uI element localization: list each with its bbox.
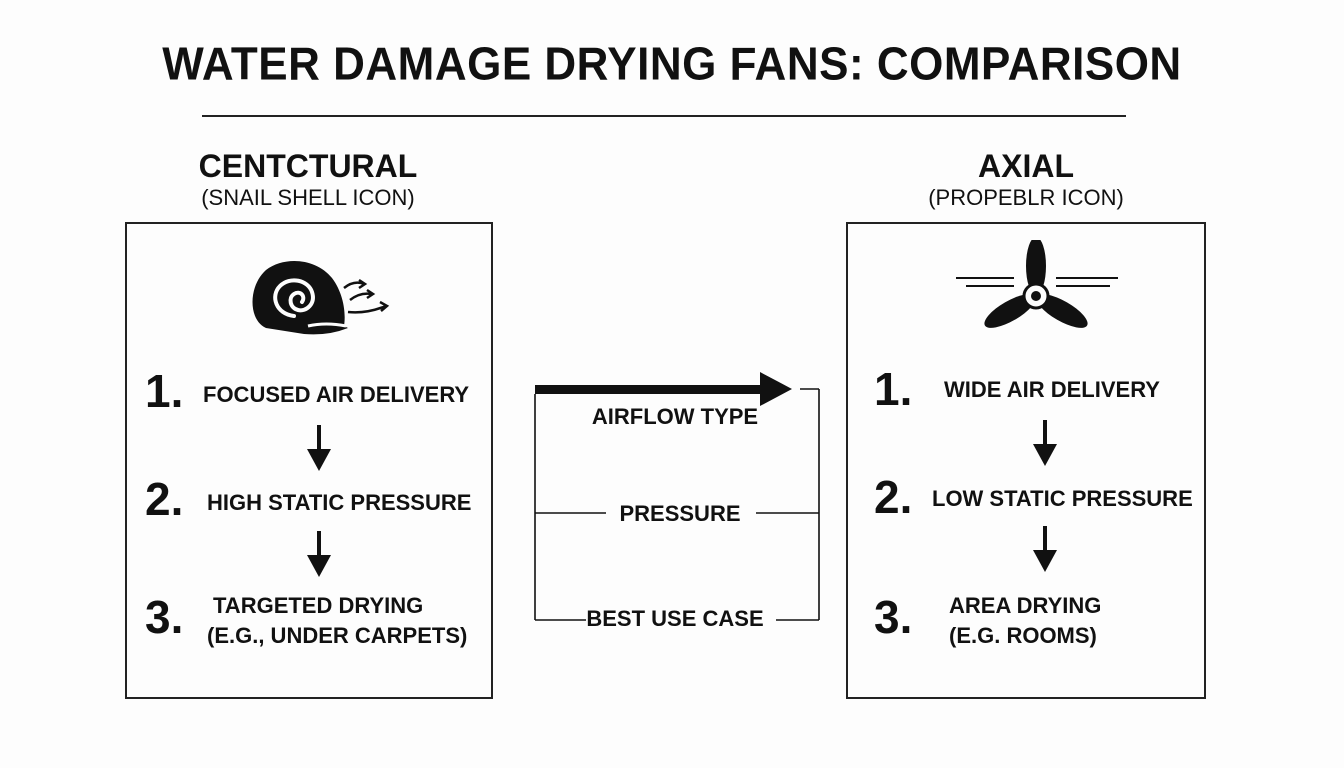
right-fan-subtitle: (PROPEBLR ICON) [928,185,1124,210]
down-arrow-icon [1033,420,1057,466]
left-step-3-line-2: (E.G., UNDER CARPETS) [207,622,468,648]
right-step-3-line-1: AREA DRYING [949,593,1102,618]
down-arrow-icon [1033,526,1057,572]
left-step-1-number: 1. [145,365,184,417]
best-use-case-label: BEST USE CASE [586,606,764,631]
right-step-3-line-2: (E.G. ROOMS) [949,622,1097,648]
right-column-header: AXIAL (PROPEBLR ICON) [850,148,1202,211]
right-step-1-text: WIDE AIR DELIVERY [944,377,1160,402]
right-step-2-text: LOW STATIC PRESSURE [932,486,1193,511]
right-fan-name: AXIAL [978,148,1074,184]
left-step-3-text: TARGETED DRYING (E.G., UNDER CARPETS) [207,591,467,650]
left-step-1-text: FOCUSED AIR DELIVERY [203,382,470,407]
left-fan-subtitle: (SNAIL SHELL ICON) [201,185,415,210]
left-step-2-text: HIGH STATIC PRESSURE [207,490,472,515]
left-column-header: CENTCTURAL (SNAIL SHELL ICON) [128,148,488,211]
right-step-3-text: AREA DRYING (E.G. ROOMS) [949,591,1101,650]
comparison-connector [534,372,820,621]
left-step-2-number: 2. [145,473,184,525]
snail-shell-icon [252,260,390,335]
title-divider [202,115,1126,117]
down-arrow-icon [307,531,331,577]
left-fan-name: CENTCTURAL [198,148,418,184]
right-step-2-number: 2. [874,471,913,523]
right-step-1-number: 1. [874,363,913,415]
pressure-label: PRESSURE [619,501,741,526]
page-title: WATER DAMAGE DRYING FANS: COMPARISON [162,38,1182,91]
propeller-icon [956,240,1118,328]
down-arrow-icon [307,425,331,471]
left-step-3-line-1: TARGETED DRYING [213,593,424,618]
airflow-type-label: AIRFLOW TYPE [591,404,759,429]
left-step-3-number: 3. [145,591,184,643]
right-step-3-number: 3. [874,591,913,643]
